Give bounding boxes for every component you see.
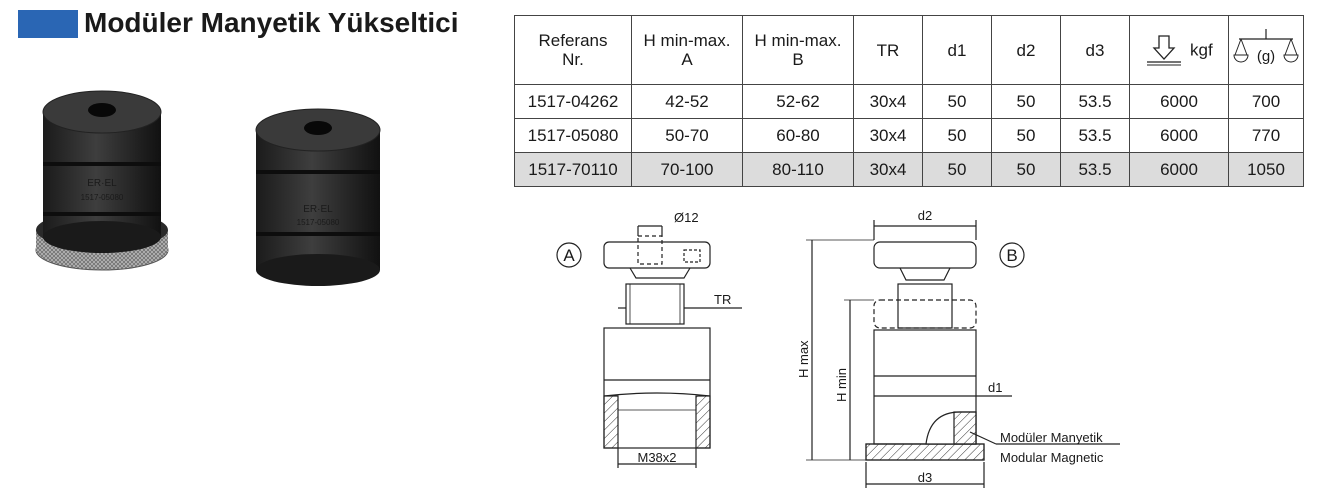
table-cell: 50 [991, 152, 1061, 187]
table-cell: 770 [1228, 118, 1304, 153]
table-cell: 1517-70110 [514, 152, 632, 187]
table-cell: 50 [991, 118, 1061, 153]
table-cell: 53.5 [1060, 152, 1130, 187]
table-cell: 700 [1228, 84, 1304, 119]
table-cell: 30x4 [853, 84, 923, 119]
product-a-logo: ER·EL [87, 178, 117, 189]
table-cell: 53.5 [1060, 118, 1130, 153]
header-d2: d2 [991, 15, 1061, 85]
header-d1: d1 [922, 15, 992, 85]
table-cell: 42-52 [631, 84, 743, 119]
product-photos: ER·EL 1517-05080 ER·EL 1517-05080 [35, 90, 381, 286]
drawing-b-marker-circle [999, 242, 1025, 268]
table-cell: 50 [922, 118, 992, 153]
header-d3: d3 [1060, 15, 1130, 85]
table-cell: 30x4 [853, 118, 923, 153]
table-cell: 50 [922, 84, 992, 119]
table-cell: 50 [922, 152, 992, 187]
drawing-b-marker: B [1006, 246, 1017, 265]
drawing-b-d1-label: d1 [988, 380, 1002, 395]
drawing-b-note-tr: Modüler Manyetik [1000, 430, 1103, 445]
table-cell: 1517-05080 [514, 118, 632, 153]
table-cell: 60-80 [742, 118, 854, 153]
header-tr: TR [853, 15, 923, 85]
table-cell: 30x4 [853, 152, 923, 187]
table-cell: 1050 [1228, 152, 1304, 187]
table-cell: 53.5 [1060, 84, 1130, 119]
header-h-a: H min-max.A [631, 15, 743, 85]
header-h-b: H min-max.B [742, 15, 854, 85]
drawing-a-tr-label: TR [714, 292, 731, 307]
drawing-a-marker: A [563, 246, 575, 265]
title-color-block [18, 10, 78, 38]
drawing-a-dia-label: Ø12 [674, 210, 699, 225]
drawing-b-d3-label: d3 [918, 470, 932, 485]
product-b-logo: ER·EL [303, 204, 333, 215]
drawing-b-note-en: Modular Magnetic [1000, 450, 1104, 465]
drawing-b: d2 B H max H min d1 d3 Modüler [796, 208, 1120, 488]
page-title: Modüler Manyetik Yükseltici [84, 7, 459, 38]
load-icon [1147, 35, 1182, 66]
table-cell: 1517-04262 [514, 84, 632, 119]
table-cell: 52-62 [742, 84, 854, 119]
header-weight-label: (g) [1257, 48, 1275, 65]
table-cell: 50-70 [631, 118, 743, 153]
header-weight: (g) [1228, 15, 1304, 85]
table-cell: 6000 [1129, 152, 1229, 187]
header-load: kgf [1129, 15, 1229, 85]
product-photo-b: ER·EL 1517-05080 [255, 108, 381, 286]
drawing-a-marker-circle [556, 242, 582, 268]
technical-drawings: A Ø12 TR M38x2 d2 B [556, 208, 1120, 488]
table-cell: 70-100 [631, 152, 743, 187]
table-cell: 50 [991, 84, 1061, 119]
product-b-code: 1517-05080 [297, 218, 340, 227]
table-cell: 80-110 [742, 152, 854, 187]
product-a-code: 1517-05080 [81, 193, 124, 202]
drawing-b-d2-label: d2 [918, 208, 932, 223]
balance-scale-icon: (g) [1233, 29, 1299, 65]
table-cell: 6000 [1129, 118, 1229, 153]
drawing-a-thread-label: M38x2 [637, 450, 676, 465]
drawing-b-hmax-label: H max [796, 340, 811, 378]
product-photo-a: ER·EL 1517-05080 [35, 90, 169, 271]
drawing-b-hmin-label: H min [834, 368, 849, 402]
table-cell: 6000 [1129, 84, 1229, 119]
drawing-a: A Ø12 TR M38x2 [556, 210, 742, 468]
